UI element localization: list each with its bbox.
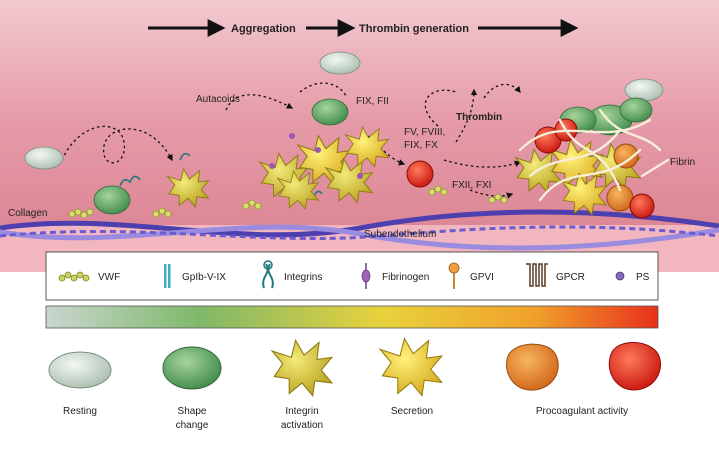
shape-change-platelet [93, 185, 131, 215]
legend-item-fibrinogen: Fibrinogen [361, 263, 429, 289]
legend-label-gpvi: GPVI [470, 272, 494, 283]
cofactors-label-line2: FIX, FX [404, 140, 438, 151]
resting-platelet [624, 78, 664, 102]
legend-label-gpcr: GPCR [556, 272, 585, 283]
stage-procoagulant-orange-shape [506, 343, 559, 391]
gpcr-icon [526, 263, 548, 287]
stage-label-integrin-line1: Integrin [285, 406, 318, 417]
flow-step-aggregation: Aggregation [231, 23, 296, 35]
autacoids-label: Autacoids [196, 94, 240, 105]
thrombin-label: Thrombin [456, 112, 502, 123]
stage-label-shape-line2: change [176, 420, 209, 431]
fibrinogen-icon [361, 263, 371, 289]
thrombus [515, 97, 670, 219]
resting-platelet [24, 146, 64, 170]
migration-paths [61, 82, 522, 199]
legend-item-gpib: GpIb-V-IX [164, 264, 226, 288]
subendothelium-label: Subendothelium [364, 229, 436, 240]
stage-integrin-activation-shape [271, 339, 333, 397]
stage-label-integrin-line2: activation [281, 420, 323, 431]
fibrin-label: Fibrin [670, 157, 695, 168]
stage-shapes [48, 337, 661, 397]
cofactors-label-line1: FV, FVIII, [404, 127, 445, 138]
vwf-chains [68, 185, 508, 219]
stage-label-resting: Resting [63, 406, 97, 417]
legend-item-integrins: Integrins [262, 260, 322, 289]
ps-icon [615, 271, 625, 281]
shape-change-platelet [311, 98, 349, 126]
legend-label-ps: PS [636, 272, 650, 283]
flow-step-thrombin-generation: Thrombin generation [359, 23, 469, 35]
stage-resting-shape [48, 351, 112, 389]
legend-label-gpib: GpIb-V-IX [182, 272, 226, 283]
stage-label-procoagulant: Procoagulant activity [536, 406, 628, 417]
integrin-icon [262, 260, 274, 289]
stage-label-secretion: Secretion [391, 406, 433, 417]
procoagulant-platelet [406, 160, 434, 188]
legend: VWF GpIb-V-IX Integrins Fibrinogen GPVI GPCR P… [58, 260, 650, 289]
legend-box [45, 251, 659, 301]
stage-label-shape-line1: Shape [178, 406, 207, 417]
flow-arrows: Aggregation Thrombin generation [148, 19, 579, 37]
legend-item-ps: PS [615, 271, 650, 283]
platelet-aggregate [259, 126, 389, 210]
legend-item-gpvi: GPVI [448, 262, 494, 289]
contact-factors-label: FXII, FXI [452, 180, 491, 191]
legend-label-integrins: Integrins [284, 272, 322, 283]
gpib-icon [164, 264, 171, 288]
legend-item-gpcr: GPCR [526, 263, 585, 287]
legend-label-fibrinogen: Fibrinogen [382, 272, 429, 283]
fix-fii-label: FIX, FII [356, 96, 389, 107]
collagen-fiber [0, 209, 719, 251]
stage-shape-change-shape [162, 346, 222, 390]
legend-item-vwf: VWF [58, 271, 120, 283]
resting-platelet [319, 51, 361, 75]
vwf-icon [58, 271, 90, 282]
activation-gradient-bar [45, 305, 659, 329]
legend-label-vwf: VWF [98, 272, 120, 283]
collagen-label: Collagen [8, 208, 47, 219]
stage-procoagulant-red-shape [608, 342, 661, 391]
gpvi-icon [448, 262, 460, 289]
stage-secretion-shape [379, 337, 443, 397]
